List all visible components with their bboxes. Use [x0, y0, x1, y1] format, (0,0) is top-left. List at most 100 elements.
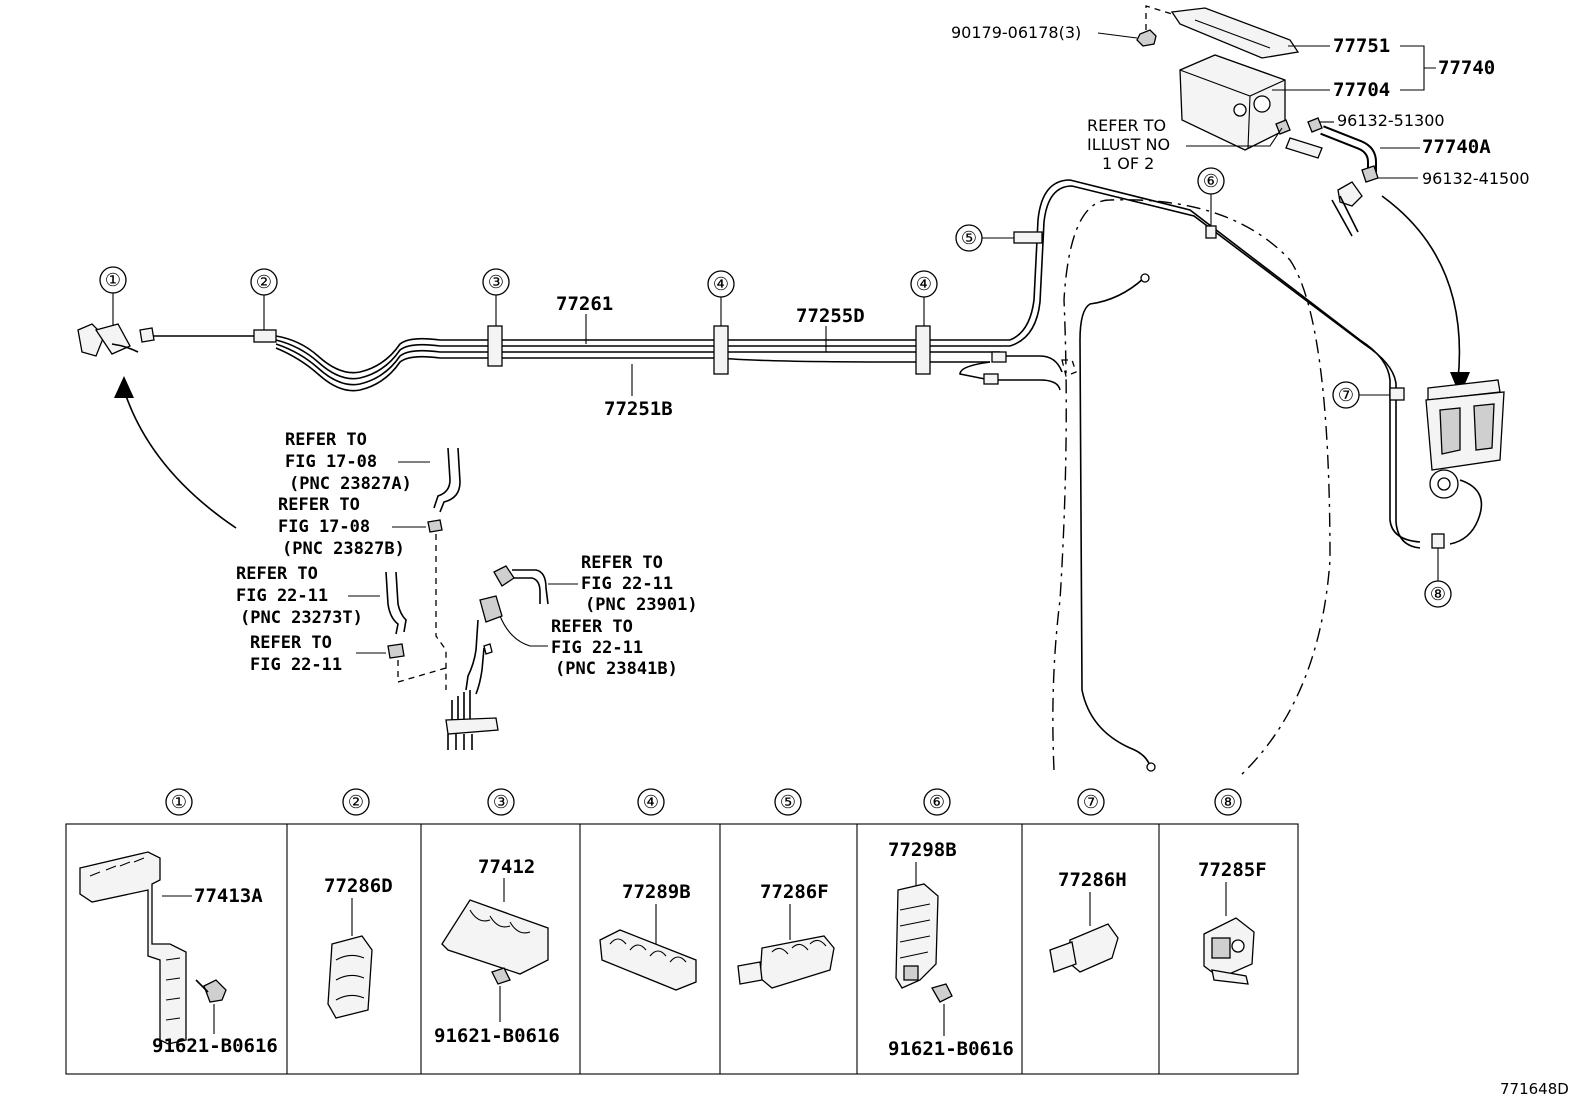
- refer-n2-line-3: (PNC 23827B): [282, 539, 405, 559]
- detail-header-6-text: ⑥: [929, 792, 945, 813]
- label-77740A: 77740A: [1422, 136, 1491, 158]
- refer-n5-line-1: REFER TO: [581, 553, 663, 573]
- small-clip-icon: [387, 643, 405, 659]
- clip-77285F-window: [1211, 937, 1231, 959]
- clamp-77412-grooves: [469, 909, 531, 934]
- label-77704: 77704: [1333, 79, 1390, 101]
- callout-3: ③: [482, 268, 510, 326]
- refer-n2-line-2: FIG 17-08: [278, 517, 370, 537]
- nut-leader-dashed: [1145, 5, 1173, 30]
- label-77251B: 77251B: [604, 398, 673, 420]
- detail-cell-7: 77286H: [1049, 869, 1127, 973]
- callout-2-text: ②: [256, 272, 272, 293]
- connector-b: [983, 373, 999, 385]
- small-clip-icon: [427, 519, 443, 533]
- small-clip-icon: [1275, 117, 1323, 135]
- clamp-77286D-grooves: [335, 954, 365, 1001]
- refer-note-23841B: REFER TO FIG 22-11 (PNC 23841B): [479, 595, 678, 679]
- label-77285F: 77285F: [1198, 859, 1267, 881]
- callout-7: ⑦: [1332, 381, 1390, 409]
- callout-4b: ④: [910, 270, 938, 326]
- clamp-4b-marker: [915, 325, 931, 375]
- fuel-lines: [150, 179, 1421, 549]
- refer-note-23273T: REFER TO FIG 22-11 (PNC 23273T): [236, 564, 407, 635]
- label-77298B: 77298B: [888, 839, 957, 861]
- label-77286H: 77286H: [1058, 869, 1127, 891]
- refer-illust-line-3: 1 OF 2: [1102, 154, 1154, 173]
- detail-cell-1: 77413A 91621-B0616: [79, 851, 278, 1057]
- label-77255D: 77255D: [796, 305, 865, 327]
- detail-header-7-text: ⑦: [1083, 792, 1099, 813]
- clamp-8-marker: [1431, 533, 1445, 549]
- label-77286F: 77286F: [760, 881, 829, 903]
- label-91621-B0616-c: 91621-B0616: [888, 1038, 1014, 1060]
- clamp-5-marker: [1013, 231, 1043, 244]
- vent-hose: [1285, 125, 1377, 172]
- detail-header-6: ⑥: [923, 788, 951, 816]
- bracket-77740: [1400, 45, 1436, 91]
- detail-header-5: ⑤: [774, 788, 802, 816]
- refer-illust-leader: [1186, 127, 1283, 147]
- clamp-77286F-grooves: [771, 939, 827, 955]
- fuel-pump-unit: [1425, 379, 1505, 545]
- detail-header-5-text: ⑤: [780, 792, 796, 813]
- callout-4b-text: ④: [916, 274, 932, 295]
- line-joint: [1061, 359, 1077, 377]
- fuel-tank-outline: [1052, 199, 1331, 777]
- detail-cell-6: 77298B 91621-B0616: [888, 839, 1014, 1060]
- refer-n5-line-2: FIG 22-11: [581, 574, 673, 594]
- label-77413A: 77413A: [194, 885, 263, 907]
- hose-23827A: [433, 447, 451, 509]
- refer-n3-line-1: REFER TO: [236, 564, 318, 584]
- detail-table-dividers: [286, 824, 1160, 1074]
- callout-4a-text: ④: [713, 274, 729, 295]
- callout-7-text: ⑦: [1338, 385, 1354, 406]
- callout-6-text: ⑥: [1203, 171, 1219, 192]
- callout-4a: ④: [707, 270, 735, 326]
- detail-header-4-text: ④: [643, 792, 659, 813]
- illustration-code: 771648D: [1500, 1080, 1569, 1098]
- callout-5: ⑤: [955, 224, 1014, 252]
- callout-1: ①: [99, 266, 127, 326]
- guide-dashed-1: [435, 534, 447, 690]
- bolt-icon: [203, 979, 227, 1003]
- refer-illust-line-1: REFER TO: [1087, 116, 1166, 135]
- clip-77286H-stud: [1049, 941, 1077, 973]
- refer-n5-line-3: (PNC 23901): [585, 595, 698, 615]
- callout-8: ⑧: [1424, 548, 1452, 608]
- clamp-77286F-drawing: [759, 935, 835, 989]
- label-77261: 77261: [556, 293, 613, 315]
- connector-icon: [479, 595, 503, 623]
- label-77751: 77751: [1333, 35, 1390, 57]
- detail-header-1-text: ①: [171, 792, 187, 813]
- callout-8-text: ⑧: [1430, 584, 1446, 605]
- clamp-77413A-slots: [89, 857, 145, 877]
- refer-n3-line-2: FIG 22-11: [236, 586, 328, 606]
- detail-cell-8: 77285F: [1198, 859, 1267, 985]
- canister-bracket: [1170, 7, 1300, 59]
- label-77289B: 77289B: [622, 881, 691, 903]
- callout-5-text: ⑤: [961, 228, 977, 249]
- leader-90179: [1097, 32, 1138, 39]
- clamp-3-marker: [487, 325, 503, 367]
- connector-bundle: [445, 619, 499, 750]
- label-90179-06178: 90179-06178(3): [951, 23, 1081, 42]
- clamp-77289B-drawing: [599, 929, 697, 991]
- line-end-top: [1140, 273, 1150, 283]
- charcoal-canister: [1179, 54, 1286, 151]
- clamp-2-marker: [253, 329, 277, 343]
- detail-header-2-text: ②: [348, 792, 364, 813]
- hose-23827A-outer: [439, 447, 461, 513]
- detail-header-1: ①: [165, 788, 193, 816]
- arrow-head-left: [114, 376, 134, 398]
- label-91621-B0616-b: 91621-B0616: [434, 1025, 560, 1047]
- bolt-icon: [931, 983, 953, 1003]
- rear-brake-line: [1079, 277, 1151, 767]
- clamp-7-marker: [1389, 387, 1405, 401]
- line-end-bottom: [1146, 762, 1156, 772]
- refer-n2-line-1: REFER TO: [278, 495, 360, 515]
- refer-n4-line-2: FIG 22-11: [250, 655, 342, 675]
- arrow-curve-right: [1381, 195, 1461, 381]
- clamp-77413A-teeth: [165, 957, 181, 1021]
